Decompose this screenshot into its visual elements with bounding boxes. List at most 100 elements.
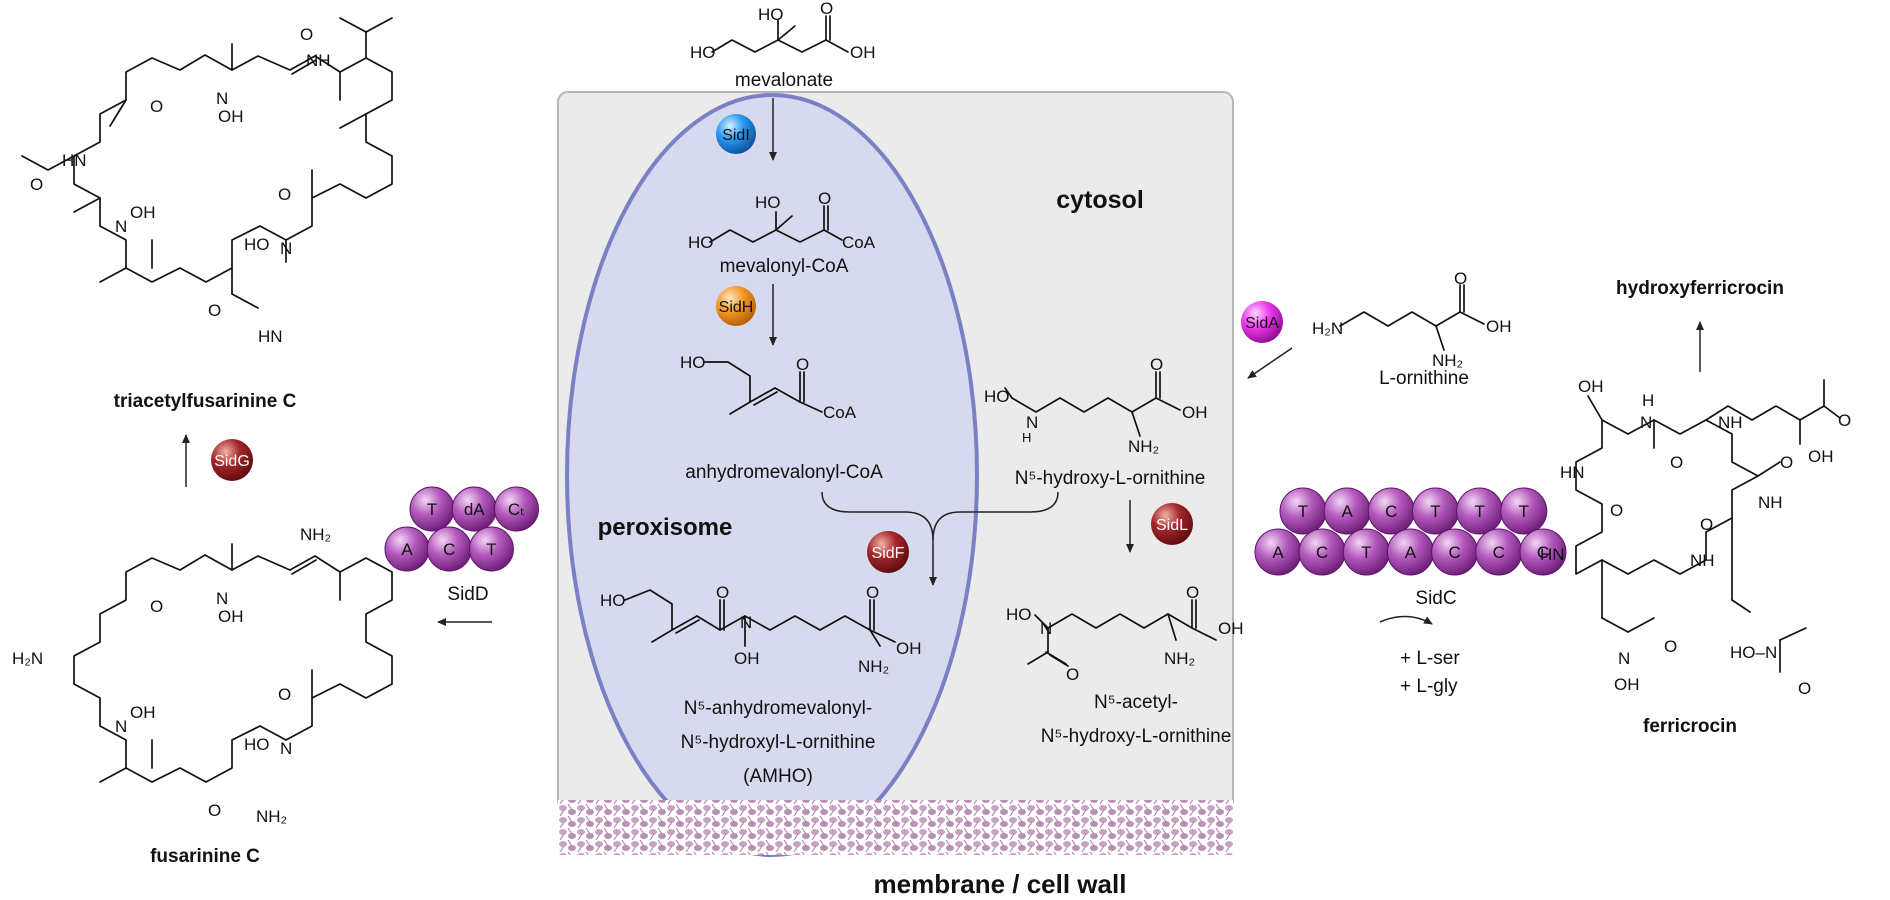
fusarinine-c-label: fusarinine C <box>150 846 260 867</box>
svg-text:OH: OH <box>1486 317 1512 336</box>
svg-text:OH: OH <box>1578 377 1604 396</box>
atom-ho: HO <box>690 43 716 62</box>
svg-text:HO: HO <box>244 735 270 754</box>
svg-text:HO: HO <box>1006 605 1032 624</box>
svg-text:O: O <box>1670 453 1683 472</box>
hydroxyornithine-label: N⁵-hydroxy-L-ornithine <box>1015 468 1206 489</box>
svg-text:O: O <box>208 801 221 820</box>
sidC-domain-label: C <box>1537 543 1549 562</box>
sidC-domain-label: C <box>1493 543 1505 562</box>
svg-text:NH: NH <box>306 51 331 70</box>
svg-text:O: O <box>1150 355 1163 374</box>
fusarinine-c-structure: N OH NH₂ O H₂N N OH HO N O NH₂ O <box>12 525 393 826</box>
svg-text:O: O <box>1798 679 1811 698</box>
sidC-cofactor-1: + L-ser <box>1400 648 1460 669</box>
svg-text:N: N <box>740 613 752 632</box>
svg-text:O: O <box>278 185 291 204</box>
svg-text:H: H <box>1642 391 1654 410</box>
svg-text:OH: OH <box>1182 403 1208 422</box>
sidC-domain-label: A <box>1272 543 1284 562</box>
svg-text:HN: HN <box>62 151 87 170</box>
enzyme-sidI <box>716 114 756 154</box>
svg-text:CoA: CoA <box>823 403 857 422</box>
svg-text:O: O <box>1186 583 1199 602</box>
svg-text:HO: HO <box>680 353 706 372</box>
enzyme-sidL-label: SidL <box>1156 517 1188 534</box>
svg-text:HN: HN <box>258 327 283 346</box>
svg-text:NH₂: NH₂ <box>300 525 331 544</box>
svg-text:NH: NH <box>1718 413 1743 432</box>
enzyme-sidA <box>1241 301 1283 343</box>
svg-text:H₂N: H₂N <box>1312 319 1343 338</box>
sidC-domain-bead <box>1519 528 1567 576</box>
ferricrocin-structure: OH H N O NH HN NH O O OH O HN NH O N OH … <box>1540 377 1851 698</box>
svg-text:O: O <box>818 189 831 208</box>
arrow-sidC <box>1379 615 1433 625</box>
hydroxyferricrocin-label: hydroxyferricrocin <box>1616 278 1784 299</box>
sidD-domain-label: T <box>427 500 437 519</box>
svg-text:NH: NH <box>1690 551 1715 570</box>
svg-text:H₂N: H₂N <box>12 649 43 668</box>
sidD-domain-label: A <box>401 540 413 559</box>
sidD-domain-label: T <box>486 540 496 559</box>
sidC-domain-label: T <box>1361 543 1371 562</box>
svg-text:OH: OH <box>218 107 244 126</box>
arrow-merge-sidF <box>821 491 937 586</box>
anhydromevalonyl-coa-structure: HO O CoA <box>680 353 857 422</box>
enzyme-sidA-label: SidA <box>1245 315 1279 332</box>
sidC-domain-label: T <box>1474 502 1484 521</box>
enzyme-sidF <box>867 531 909 573</box>
acetyl-label-line1: N⁵-acetyl- <box>1094 692 1178 713</box>
ferricrocin-label: ferricrocin <box>1643 716 1737 737</box>
svg-text:NH: NH <box>1758 493 1783 512</box>
svg-text:OH: OH <box>1614 675 1640 694</box>
enzyme-sidG-label: SidG <box>214 453 250 470</box>
amho-label-line1: N⁵-anhydromevalonyl- <box>684 698 872 719</box>
svg-text:O: O <box>1066 665 1079 684</box>
svg-text:O: O <box>1780 453 1793 472</box>
enzyme-sidI-label: SidI <box>722 127 750 144</box>
svg-text:NH₂: NH₂ <box>858 657 889 676</box>
mevalonyl-coa-structure: HO HO O CoA <box>688 189 876 252</box>
enzyme-sidG <box>211 439 253 481</box>
atom-ho: HO <box>758 5 784 24</box>
svg-text:O: O <box>278 685 291 704</box>
tafc-label: triacetylfusarinine C <box>114 391 297 412</box>
acetyl-label-line2: N⁵-hydroxy-L-ornithine <box>1041 726 1232 747</box>
membrane-band <box>558 800 1233 855</box>
enzyme-sidF-label: SidF <box>872 545 905 562</box>
svg-text:NH₂: NH₂ <box>256 807 287 826</box>
svg-text:HN: HN <box>1560 463 1585 482</box>
sidC-domain-label: A <box>1405 543 1417 562</box>
svg-text:N: N <box>280 239 292 258</box>
sidC-domain-label: T <box>1519 502 1529 521</box>
svg-text:O: O <box>30 175 43 194</box>
svg-text:O: O <box>1610 501 1623 520</box>
svg-text:N: N <box>280 739 292 758</box>
svg-text:N: N <box>216 589 228 608</box>
enzyme-sidL <box>1151 503 1193 545</box>
nrps-sidC-label: SidC <box>1415 588 1456 609</box>
svg-text:HO: HO <box>984 387 1010 406</box>
svg-text:NH₂: NH₂ <box>1128 437 1159 456</box>
svg-text:HO: HO <box>600 591 626 610</box>
svg-text:O: O <box>150 597 163 616</box>
mevalonyl-coa-label: mevalonyl-CoA <box>720 256 849 277</box>
svg-text:HN: HN <box>1540 545 1565 564</box>
svg-text:HO: HO <box>688 233 714 252</box>
svg-text:OH: OH <box>1808 447 1834 466</box>
svg-text:N: N <box>216 89 228 108</box>
sidC-domain-label: T <box>1298 502 1308 521</box>
svg-text:O: O <box>1700 515 1713 534</box>
l-ornithine-label: L-ornithine <box>1379 368 1469 389</box>
svg-text:OH: OH <box>896 639 922 658</box>
svg-text:N: N <box>115 217 127 236</box>
svg-text:N: N <box>1618 649 1630 668</box>
enzyme-sidH <box>716 286 756 326</box>
sidD-domain-label: C <box>443 540 455 559</box>
sidD-domain-label: Cₜ <box>508 500 525 519</box>
svg-text:HO: HO <box>755 193 781 212</box>
